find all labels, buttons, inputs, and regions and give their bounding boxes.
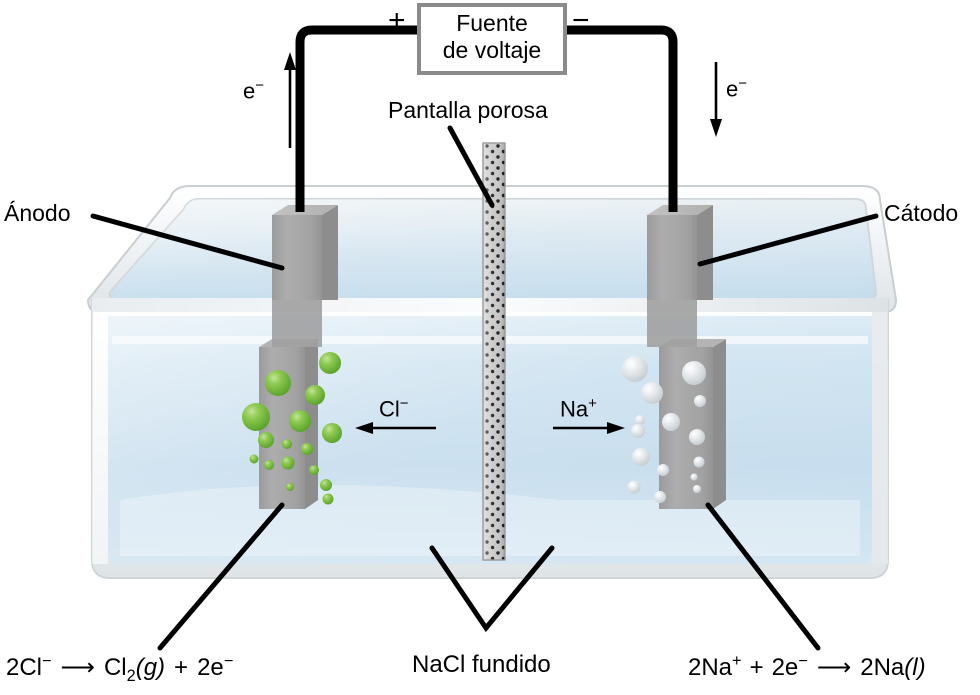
electrolyte-label: NaCl fundido (412, 651, 551, 678)
leader-cathode (697, 213, 879, 267)
sodium-ion-charge: + (588, 395, 597, 412)
wire-supply-to-cathode (562, 25, 678, 212)
circuit-wires (295, 25, 678, 212)
electron-label-left-text: e (243, 78, 256, 104)
anode-label: Ánodo (4, 200, 71, 226)
sodium-ion-symbol: Na (560, 396, 589, 422)
tank-right-inner-edge (872, 300, 888, 564)
porous-screen-outline (482, 142, 506, 561)
anode-upper-top (272, 205, 338, 215)
cathode-upper-face (647, 215, 697, 300)
cathode-half-reaction: 2Na++2e−⟶2Na(l) (688, 652, 926, 682)
sodium-arrow-head (607, 422, 625, 434)
anode-reactant: 2Cl (6, 654, 43, 681)
cathode-reactant-2-charge: − (798, 652, 808, 670)
leader-lines (90, 125, 879, 651)
cathode-label: Cátodo (884, 200, 959, 226)
electron-arrow-right-head (710, 119, 722, 137)
cathode-upper-side (697, 205, 713, 300)
anode-product-1-subscript: 2 (126, 666, 136, 685)
cathode-lower-side (713, 339, 726, 509)
cathode-reactant-1-charge: + (732, 652, 742, 670)
leader-anode-equation (157, 502, 285, 651)
anode-upper-side (322, 205, 338, 300)
anode-reaction-arrow: ⟶ (60, 654, 95, 681)
leader-cathode-equation (705, 502, 821, 651)
anode-midsection (272, 300, 322, 347)
leader-electrolyte (429, 545, 555, 633)
leader-anode (90, 213, 285, 271)
electron-label-left: e− (243, 77, 264, 104)
cathode-reactant-1: 2Na (688, 654, 733, 681)
cathode-product-state: (l) (904, 654, 926, 681)
cathode-reaction-arrow: ⟶ (816, 654, 852, 681)
voltage-source-box (417, 3, 567, 75)
cathode-midsection (647, 300, 697, 347)
sodium-metal-droplets (622, 356, 706, 503)
electron-label-right-text: e (726, 76, 739, 102)
chloride-ion-symbol: Cl (379, 396, 400, 422)
anode-half-reaction: 2Cl−⟶Cl2(g)+2e− (6, 652, 233, 685)
anode-reaction-plus: + (174, 654, 189, 681)
chlorine-gas-bubbles (242, 352, 342, 505)
anode-upper-face (272, 215, 322, 300)
sodium-ion-label: Na+ (560, 395, 597, 422)
cathode-product: 2Na (860, 654, 905, 681)
electron-flow-arrows (284, 52, 722, 148)
ion-migration-arrows (355, 422, 625, 434)
porous-screen-shading (483, 143, 505, 560)
voltage-source-rect (417, 3, 567, 75)
leader-porous-screen (447, 125, 495, 208)
electron-label-right: e− (726, 75, 747, 102)
voltage-source-label-line1: Fuente (456, 10, 528, 36)
porous-screen (482, 142, 506, 561)
voltage-source-label: Fuente de voltaje (421, 10, 563, 64)
porous-screen-label: Pantalla porosa (388, 97, 548, 123)
electron-label-left-charge: − (255, 77, 264, 94)
negative-terminal-label: − (572, 4, 590, 37)
anode-product-1-state: (g) (135, 654, 166, 681)
chloride-ion-label: Cl− (379, 395, 409, 422)
tank-left-inner-edge (92, 300, 108, 564)
anode-product-2-charge: − (223, 652, 234, 670)
wire-anode-to-supply (295, 25, 424, 212)
electron-arrow-left-head (284, 52, 296, 70)
cathode-upper-top (647, 205, 713, 215)
anode-reactant-charge: − (42, 652, 52, 670)
anode-product-2: 2e (197, 654, 224, 681)
cathode-reaction-plus: + (749, 654, 764, 681)
cathode-reactant-2: 2e (771, 654, 799, 681)
anode-product-1: Cl (103, 654, 127, 681)
electron-label-right-charge: − (738, 75, 747, 92)
voltage-source-label-line2: de voltaje (442, 37, 542, 64)
positive-terminal-label: + (388, 4, 406, 37)
chloride-ion-charge: − (399, 395, 409, 412)
chloride-arrow-head (355, 422, 373, 434)
